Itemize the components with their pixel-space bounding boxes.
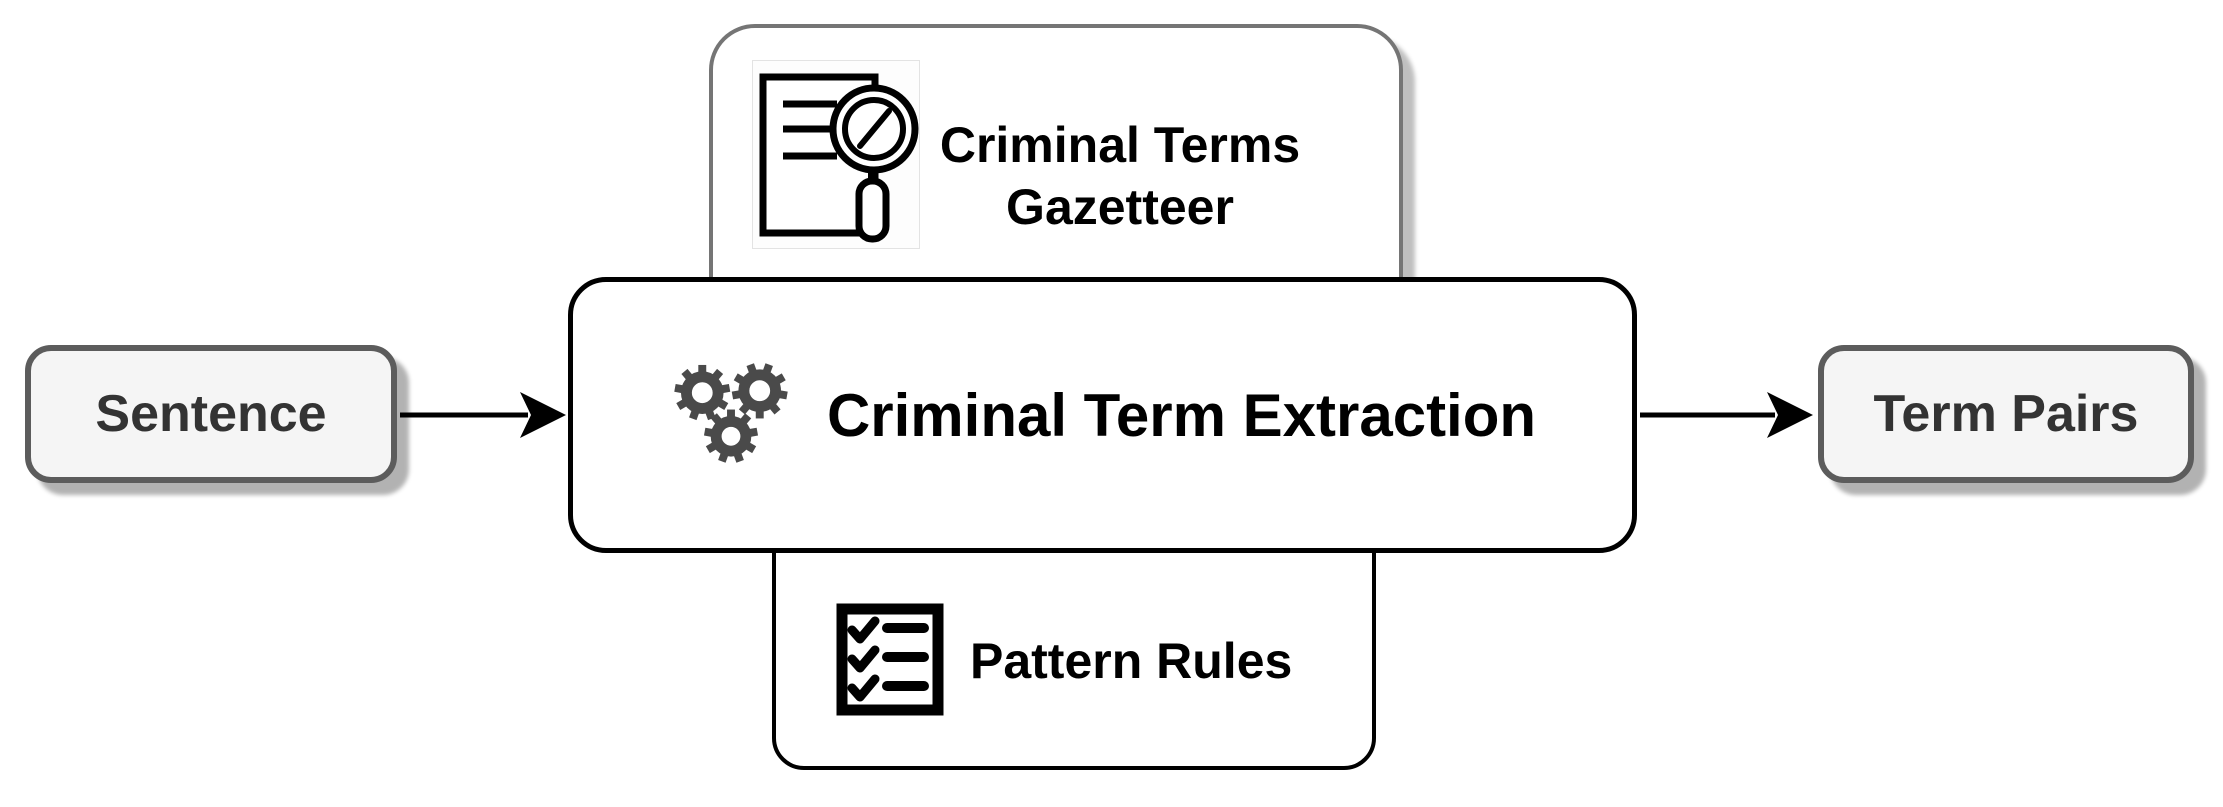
node-term-pairs: Term Pairs bbox=[1818, 345, 2194, 483]
node-criminal-term-extraction: Criminal Term Extraction bbox=[568, 277, 1637, 553]
sentence-label: Sentence bbox=[95, 385, 327, 443]
node-sentence: Sentence bbox=[25, 345, 397, 483]
term-pairs-label: Term Pairs bbox=[1873, 385, 2139, 443]
gazetteer-label: Criminal Terms Gazetteer bbox=[890, 114, 1350, 238]
document-search-icon bbox=[752, 60, 920, 249]
gears-icon bbox=[669, 360, 793, 471]
arrow-sentence-to-extraction bbox=[400, 392, 566, 438]
arrow-extraction-to-term-pairs bbox=[1640, 392, 1813, 438]
checklist-icon bbox=[835, 602, 945, 717]
pattern-rules-label: Pattern Rules bbox=[970, 633, 1293, 689]
gazetteer-label-line2: Gazetteer bbox=[1006, 179, 1234, 235]
extraction-label: Criminal Term Extraction bbox=[826, 381, 1537, 449]
gazetteer-label-line1: Criminal Terms bbox=[939, 117, 1301, 173]
